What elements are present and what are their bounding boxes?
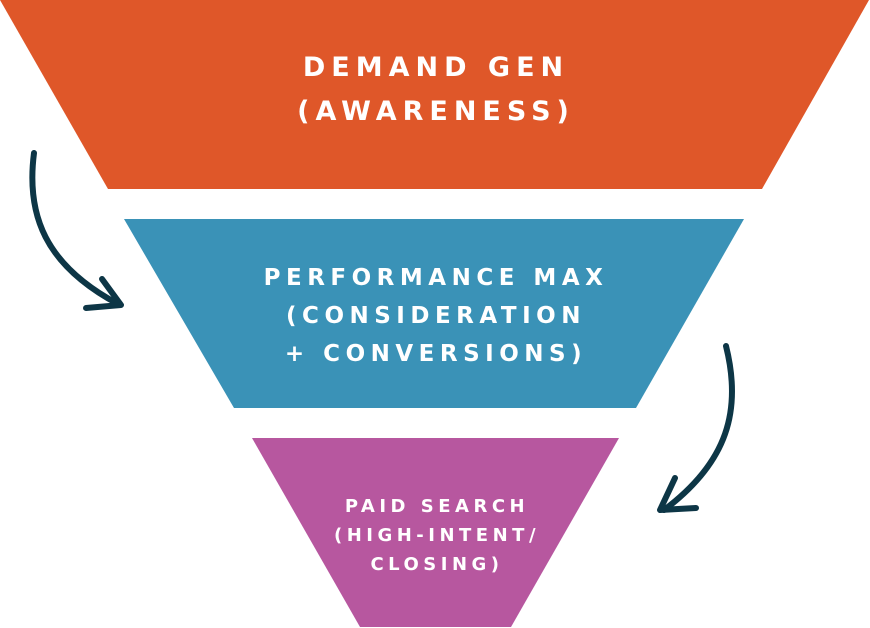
arrowhead-right-icon — [657, 475, 699, 513]
stage-subtitle-demand-gen: (AWARENESS) — [297, 96, 575, 127]
stage-shape-demand-gen — [0, 0, 869, 189]
stage-performance-max: PERFORMANCE MAX (CONSIDERATION + CONVERS… — [124, 219, 744, 408]
arrow-stage1-to-stage2 — [29, 150, 124, 311]
stage-demand-gen: DEMAND GEN (AWARENESS) — [0, 0, 869, 189]
stage-shape-performance-max — [124, 219, 744, 408]
arrowhead-left-icon — [83, 276, 124, 311]
arrow-stage2-to-stage3 — [657, 343, 736, 513]
stage-subtitle-performance-max-line1: (CONSIDERATION — [286, 303, 586, 329]
curved-arrow-shaft-left — [29, 150, 121, 307]
curved-arrow-shaft-right — [661, 343, 736, 513]
stage-subtitle-paid-search-line2: CLOSING) — [370, 554, 503, 575]
stage-title-paid-search: PAID SEARCH — [345, 496, 529, 517]
stage-paid-search: PAID SEARCH (HIGH-INTENT/ CLOSING) — [252, 438, 619, 627]
stage-subtitle-paid-search-line1: (HIGH-INTENT/ — [334, 525, 540, 546]
stage-title-demand-gen: DEMAND GEN — [303, 52, 569, 83]
stage-shape-paid-search — [252, 438, 619, 627]
stage-title-performance-max: PERFORMANCE MAX — [264, 265, 609, 291]
stage-subtitle-performance-max-line2: + CONVERSIONS) — [285, 341, 587, 367]
